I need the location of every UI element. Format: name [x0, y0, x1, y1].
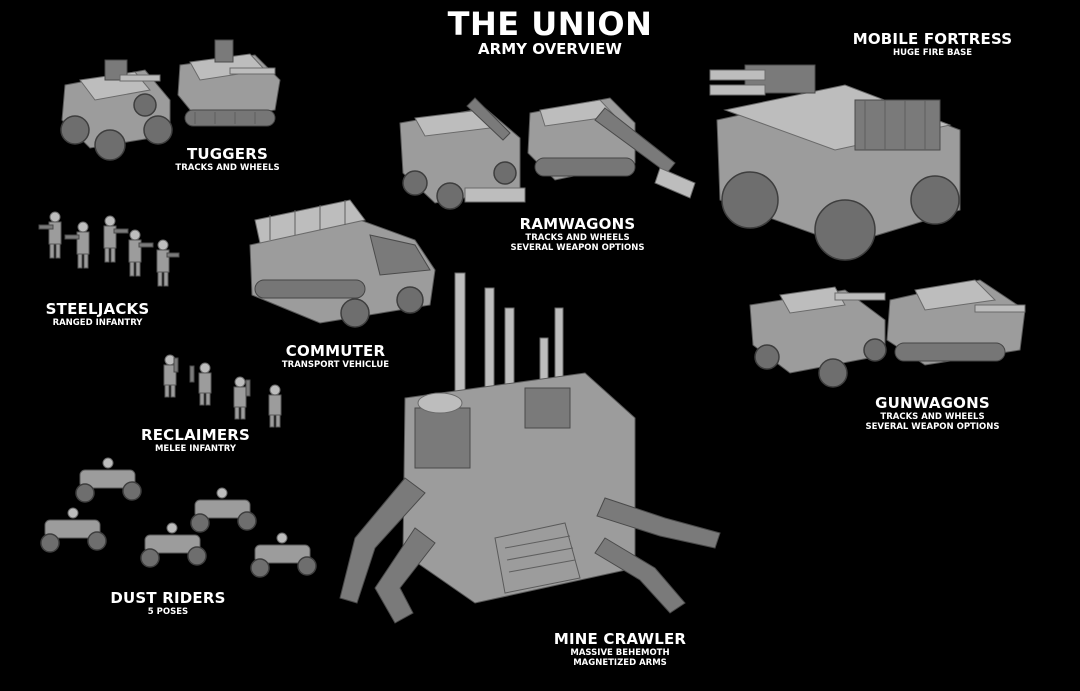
commuter-desc: TRANSPORT VEHICLUE [281, 359, 390, 370]
dust-riders-image [40, 457, 317, 578]
steeljacks-label: STEELJACKS RANGED INFANTRY [30, 300, 165, 328]
dust-rider-1 [75, 457, 142, 503]
mine-crawler-label: MINE CRAWLER MASSIVE BEHEMOTH MAGNETIZED… [540, 630, 700, 668]
reclaimers-image [163, 354, 282, 428]
steeljack-figures [38, 211, 180, 287]
dust-rider-5 [250, 532, 317, 578]
gunwagons-label: GUNWAGONS TRACKS AND WHEELS SEVERAL WEAP… [850, 394, 1015, 432]
dust-riders-desc: 5 POSES [147, 606, 189, 617]
header: THE UNION ARMY OVERVIEW [440, 8, 660, 58]
gunwagons-image [749, 279, 1026, 388]
gunwagon-wheeled [749, 286, 887, 388]
steeljacks-desc: RANGED INFANTRY [52, 317, 143, 328]
tuggers-name: TUGGERS [186, 145, 269, 163]
dust-rider-3 [140, 522, 207, 568]
mine-crawler-image [339, 272, 721, 624]
reclaimers-desc: MELEE INFANTRY [154, 443, 237, 454]
gunwagons-desc-1: TRACKS AND WHEELS [880, 411, 985, 422]
tugger-tracked [177, 39, 281, 127]
dust-rider-4 [190, 487, 257, 533]
commuter-name: COMMUTER [285, 342, 386, 360]
reclaimers-name: RECLAIMERS [140, 426, 251, 444]
tuggers-desc: TRACKS AND WHEELS [175, 162, 280, 173]
page-title: THE UNION [447, 5, 653, 43]
ramwagons-desc-2: SEVERAL WEAPON OPTIONS [510, 242, 645, 253]
mobile-fortress-name: MOBILE FORTRESS [852, 30, 1013, 48]
commuter-image [249, 199, 436, 328]
page-subtitle: ARMY OVERVIEW [478, 40, 622, 58]
steeljacks-image [38, 211, 180, 287]
tuggers-label: TUGGERS TRACKS AND WHEELS [160, 145, 295, 173]
dust-riders-label: DUST RIDERS 5 POSES [98, 589, 238, 617]
mine-crawler-desc-2: MAGNETIZED ARMS [573, 657, 667, 668]
gunwagon-tracked [886, 279, 1026, 366]
dust-rider-2 [40, 507, 107, 553]
gunwagons-desc-2: SEVERAL WEAPON OPTIONS [865, 421, 1000, 432]
steeljacks-name: STEELJACKS [45, 300, 150, 318]
ramwagons-label: RAMWAGONS TRACKS AND WHEELS SEVERAL WEAP… [495, 215, 660, 253]
ramwagons-name: RAMWAGONS [519, 215, 636, 233]
commuter-label: COMMUTER TRANSPORT VEHICLUE [268, 342, 403, 370]
reclaimers-label: RECLAIMERS MELEE INFANTRY [128, 426, 263, 454]
ramwagons-image [399, 97, 696, 210]
gunwagons-name: GUNWAGONS [875, 394, 990, 412]
ramwagon-tracked [527, 97, 696, 199]
ramwagons-desc-1: TRACKS AND WHEELS [525, 232, 630, 243]
mobile-fortress-desc: HUGE FIRE BASE [892, 47, 973, 58]
ramwagon-wheeled [399, 97, 526, 210]
tugger-wheeled [60, 59, 173, 161]
mine-crawler-name: MINE CRAWLER [553, 630, 687, 648]
mine-crawler-desc-1: MASSIVE BEHEMOTH [570, 647, 670, 658]
mobile-fortress-label: MOBILE FORTRESS HUGE FIRE BASE [845, 30, 1020, 58]
mobile-fortress-image [709, 64, 961, 261]
tuggers-image [60, 39, 281, 161]
dust-riders-name: DUST RIDERS [110, 589, 226, 607]
